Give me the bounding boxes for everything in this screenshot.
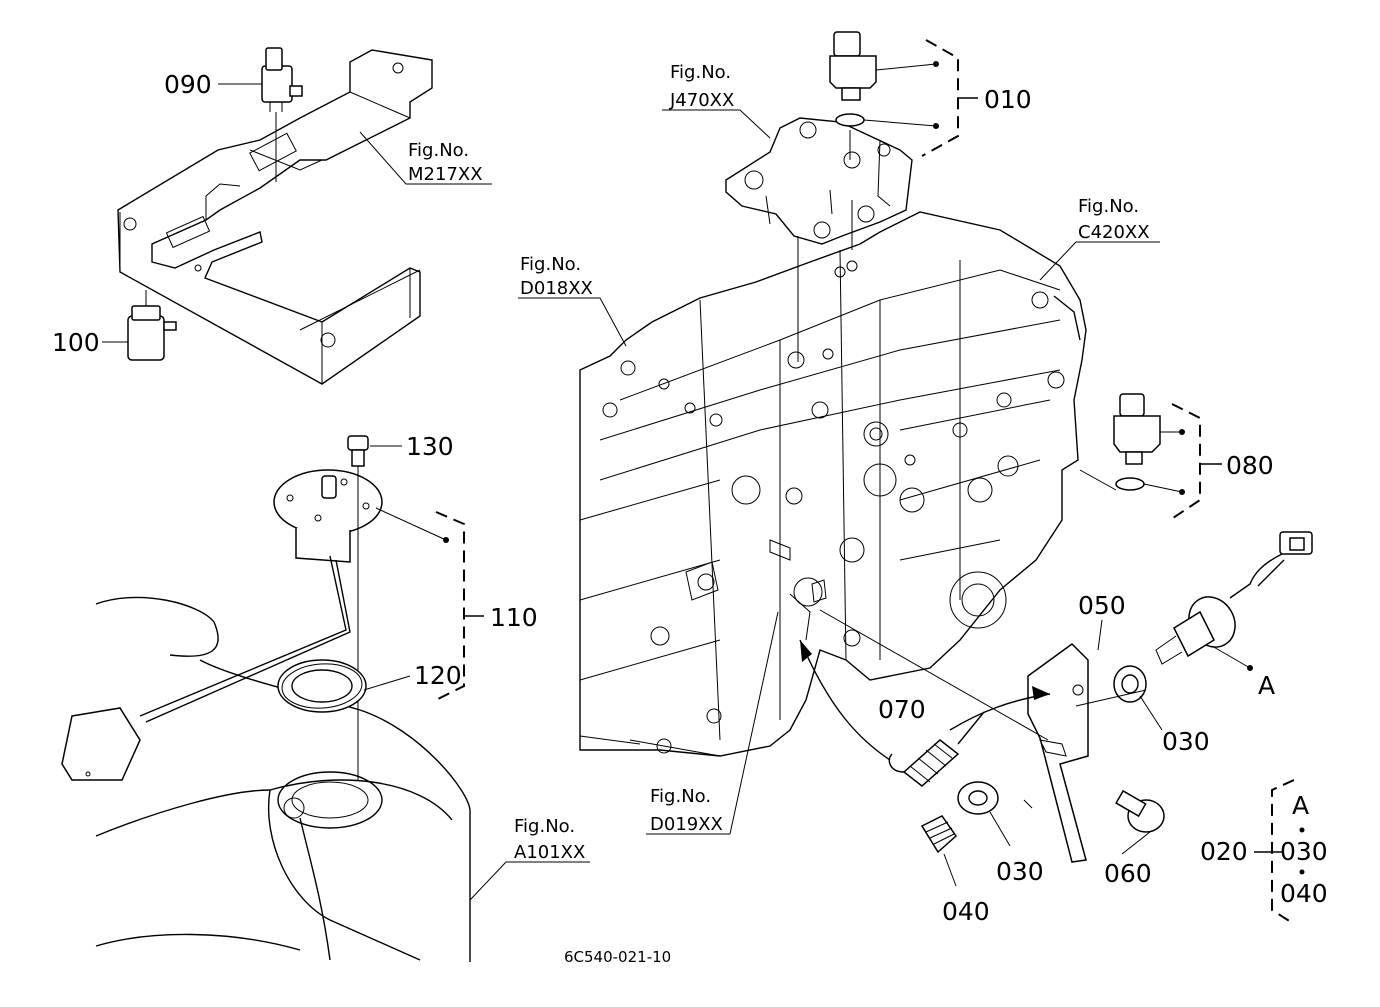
figref-j470-label: Fig.No. (670, 62, 731, 83)
figref-m217-code[interactable]: M217XX (408, 164, 483, 185)
callout-110: 110 (490, 603, 538, 632)
bracket-020 (1271, 779, 1295, 925)
bracket-assembly (117, 49, 433, 385)
figref-j470-code[interactable]: J470XX (669, 90, 734, 111)
callout-050: 050 (1078, 591, 1126, 620)
callout-020: 020 (1200, 837, 1248, 866)
bolt-060[interactable] (1115, 789, 1165, 833)
fuel-gauge-sender-110[interactable] (61, 469, 383, 781)
legend-A: A (1292, 791, 1309, 820)
switch-100[interactable] (127, 290, 177, 361)
legend-030: 030 (1280, 837, 1328, 866)
legend-040: 040 (1280, 879, 1328, 908)
set-screw-040[interactable] (920, 815, 957, 854)
pressure-switch-010[interactable] (829, 31, 939, 129)
figref-m217-label: Fig.No. (408, 140, 469, 161)
callout-030-a: 030 (1162, 727, 1210, 756)
callout-130: 130 (406, 432, 454, 461)
callout-010: 010 (984, 85, 1032, 114)
callout-040: 040 (942, 897, 990, 926)
sensor-A[interactable] (1155, 531, 1313, 671)
valve-block (725, 117, 913, 362)
figref-a101-label: Fig.No. (514, 816, 575, 837)
figref-c420-code[interactable]: C420XX (1078, 222, 1150, 243)
transmission-case (579, 211, 1087, 757)
callout-060: 060 (1104, 859, 1152, 888)
figref-d019-label: Fig.No. (650, 786, 711, 807)
bracket-080 (1169, 403, 1201, 521)
washer-030-a[interactable] (1113, 665, 1147, 703)
arrow-070 (799, 639, 891, 761)
fuel-tank (95, 596, 471, 962)
spring-070[interactable] (888, 711, 985, 787)
pressure-switch-080[interactable] (1079, 393, 1185, 495)
drawing-code: 6C540-021-10 (564, 948, 671, 966)
callout-A: A (1258, 671, 1275, 700)
callout-090: 090 (164, 70, 212, 99)
figref-d019-code[interactable]: D019XX (650, 814, 723, 835)
callout-030-b: 030 (996, 857, 1044, 886)
callout-100: 100 (52, 328, 100, 357)
figref-c420-label: Fig.No. (1078, 196, 1139, 217)
figref-d018-code[interactable]: D018XX (520, 278, 593, 299)
callout-120: 120 (414, 661, 462, 690)
switch-090[interactable] (261, 47, 303, 182)
leader-lines (102, 83, 1163, 901)
callout-070: 070 (878, 695, 926, 724)
bracket-010 (921, 39, 959, 157)
figref-d018-label: Fig.No. (520, 254, 581, 275)
plug-130[interactable] (347, 435, 369, 780)
gasket-120[interactable] (277, 659, 367, 713)
washer-030-b[interactable] (957, 781, 999, 815)
figref-a101-code[interactable]: A101XX (514, 842, 585, 863)
plate-050[interactable] (1023, 643, 1089, 863)
callout-080: 080 (1226, 451, 1274, 480)
